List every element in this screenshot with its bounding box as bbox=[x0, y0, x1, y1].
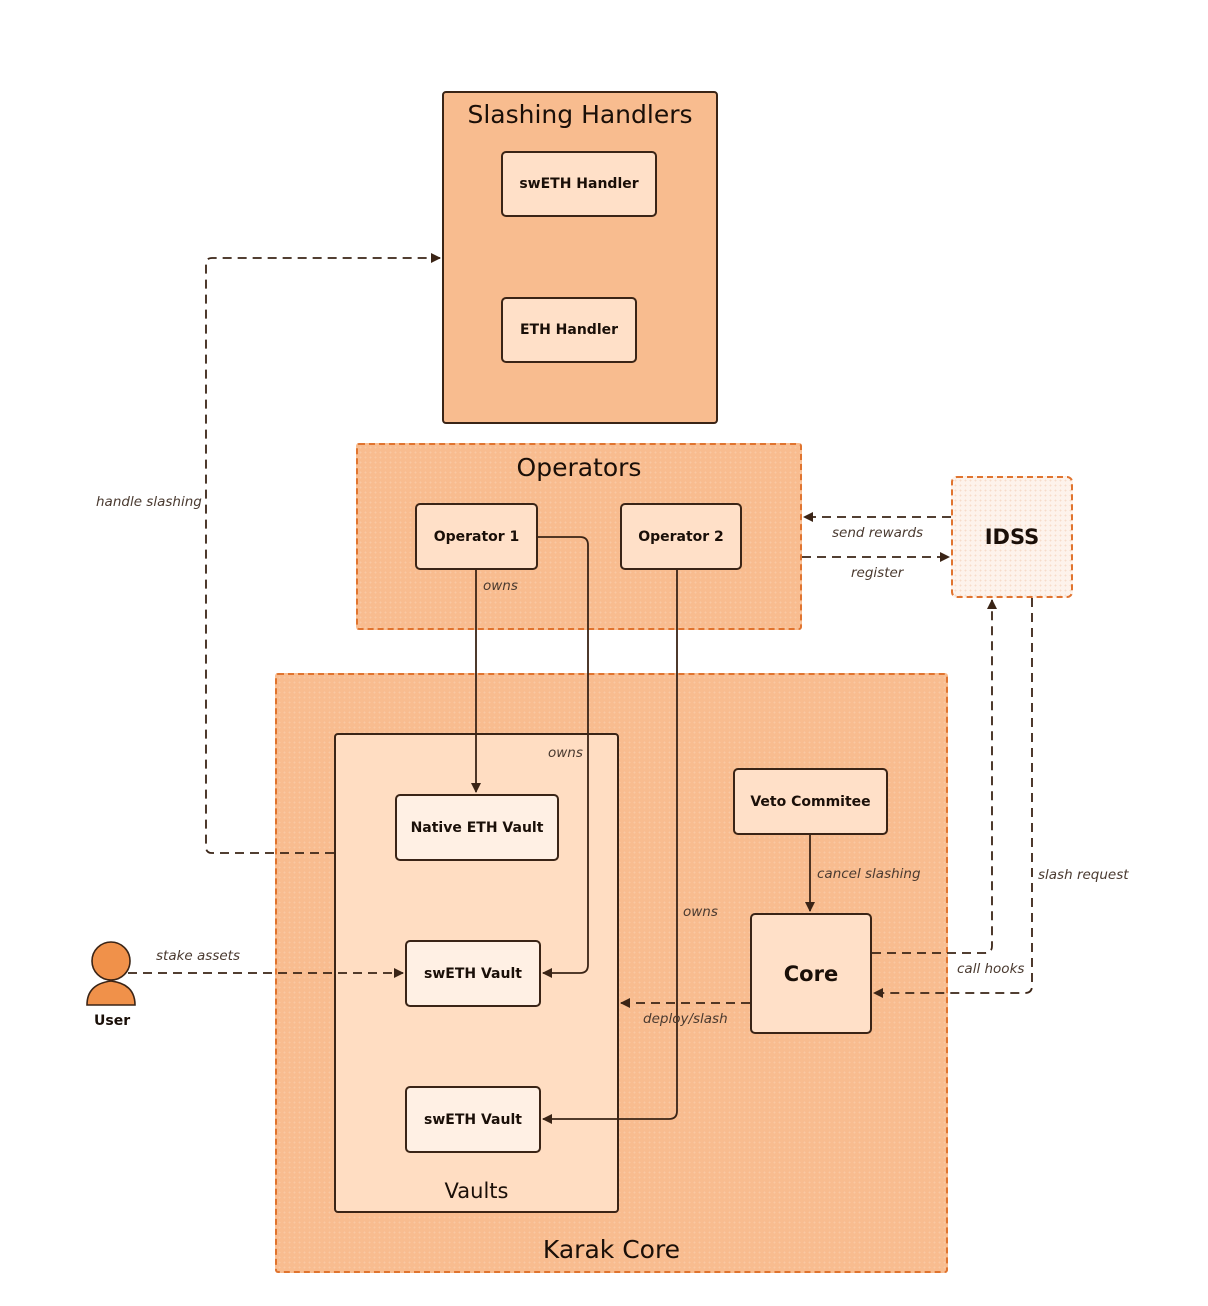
karak-core-title: Karak Core bbox=[542, 1235, 681, 1264]
idss-label: IDSS bbox=[984, 525, 1040, 549]
sweth-vault-2-node[interactable]: swETH Vault bbox=[405, 1086, 541, 1153]
label-owns-op1-sweth: owns bbox=[548, 745, 583, 761]
veto-committee-node[interactable]: Veto Commitee bbox=[733, 768, 888, 835]
operator-1-node[interactable]: Operator 1 bbox=[415, 503, 538, 570]
slashing-handlers-group: Slashing Handlers bbox=[442, 91, 718, 424]
user-label: User bbox=[94, 1013, 131, 1029]
label-send-rewards: send rewards bbox=[832, 525, 924, 541]
eth-handler-node[interactable]: ETH Handler bbox=[501, 297, 637, 363]
idss-node[interactable]: IDSS bbox=[951, 476, 1073, 598]
edge-call-hooks bbox=[872, 599, 997, 954]
label-register: register bbox=[851, 565, 904, 581]
native-eth-vault-node[interactable]: Native ETH Vault bbox=[395, 794, 559, 861]
sweth-vault-1-node[interactable]: swETH Vault bbox=[405, 940, 541, 1007]
edge-slash-request bbox=[873, 598, 1033, 998]
core-node[interactable]: Core bbox=[750, 913, 872, 1034]
slashing-handlers-title: Slashing Handlers bbox=[467, 100, 693, 129]
label-stake-assets: stake assets bbox=[156, 948, 240, 964]
operator-2-node[interactable]: Operator 2 bbox=[620, 503, 742, 570]
label-handle-slashing: handle slashing bbox=[96, 494, 202, 510]
edge-owns-op2-sweth bbox=[542, 570, 678, 1124]
label-deploy-slash: deploy/slash bbox=[643, 1011, 728, 1027]
label-cancel-slashing: cancel slashing bbox=[817, 866, 921, 882]
vaults-title: Vaults bbox=[444, 1179, 509, 1203]
edge-owns-op1-sweth bbox=[538, 536, 589, 978]
label-call-hooks: call hooks bbox=[957, 961, 1025, 977]
edge-handle-slashing bbox=[205, 253, 441, 854]
label-slash-request: slash request bbox=[1038, 867, 1129, 883]
label-owns-op1-native: owns bbox=[483, 578, 518, 594]
label-owns-op2-sweth: owns bbox=[683, 904, 718, 920]
user-icon[interactable] bbox=[86, 941, 136, 1006]
sweth-handler-node[interactable]: swETH Handler bbox=[501, 151, 657, 217]
operators-title: Operators bbox=[516, 453, 642, 482]
